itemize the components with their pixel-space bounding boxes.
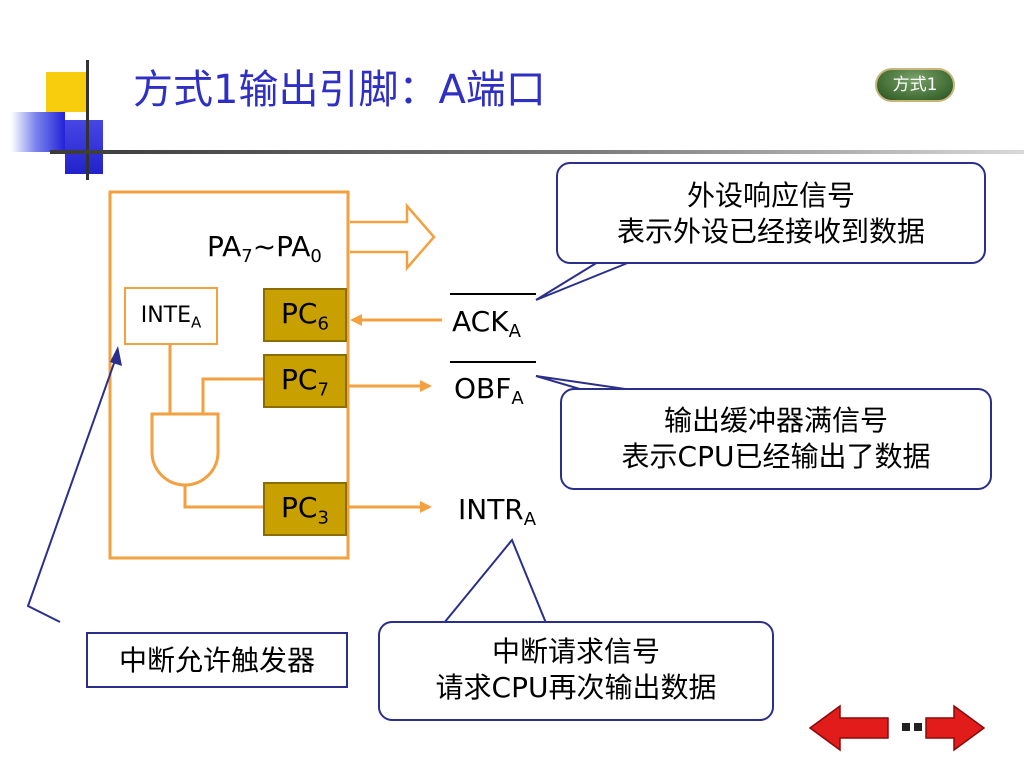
obf-arrowhead bbox=[420, 380, 432, 392]
bus-arrow bbox=[350, 202, 436, 272]
obf-callout-line2: 表示CPU已经输出了数据 bbox=[621, 440, 931, 473]
obf-callout-line1: 输出缓冲器满信号 bbox=[663, 404, 888, 437]
inte-pointer-arrowhead bbox=[110, 346, 122, 366]
pin-pc7: PC7 bbox=[263, 354, 347, 408]
intr-callout: 中断请求信号 请求CPU再次输出数据 bbox=[378, 621, 774, 721]
header-decoration-yellow bbox=[46, 72, 86, 112]
header-decoration-line bbox=[86, 60, 89, 180]
pin-pc3: PC3 bbox=[263, 482, 347, 536]
ack-callout-line1: 外设响应信号 bbox=[686, 179, 855, 212]
mode-badge-button[interactable]: 方式1 bbox=[875, 68, 955, 102]
intr-arrowhead bbox=[420, 501, 432, 513]
ack-callout: 外设响应信号 表示外设已经接收到数据 bbox=[556, 162, 986, 264]
inte-callout: 中断允许触发器 bbox=[86, 632, 348, 688]
header-decoration-blue bbox=[11, 112, 65, 152]
ack-arrowhead bbox=[350, 314, 362, 326]
signal-intr: INTRA bbox=[458, 493, 537, 530]
inte-callout-pointer bbox=[26, 351, 119, 623]
signal-ack: ACKA bbox=[452, 305, 521, 342]
slide-title: 方式1输出引脚：A端口 bbox=[133, 67, 546, 113]
prev-arrow-icon[interactable] bbox=[808, 704, 889, 752]
bus-label: PA7~PA0 bbox=[207, 230, 322, 267]
pc7-gate-wire bbox=[201, 377, 263, 414]
intr-callout-line2: 请求CPU再次输出数据 bbox=[435, 671, 717, 704]
pin-pc6: PC6 bbox=[263, 288, 347, 342]
next-arrow-icon[interactable] bbox=[925, 704, 986, 752]
intr-callout-line1: 中断请求信号 bbox=[491, 635, 660, 668]
and-gate bbox=[150, 412, 220, 487]
inte-flipflop: INTEA bbox=[124, 287, 218, 345]
obf-callout: 输出缓冲器满信号 表示CPU已经输出了数据 bbox=[560, 388, 992, 490]
signal-obf: OBFA bbox=[454, 372, 524, 409]
ack-callout-pointer bbox=[535, 261, 631, 301]
slide-navigation bbox=[808, 704, 986, 752]
ack-callout-line2: 表示外设已经接收到数据 bbox=[616, 215, 925, 248]
gate-pc3-wire bbox=[183, 484, 263, 509]
header-decoration-blue-block bbox=[65, 120, 103, 174]
separator-dots bbox=[902, 723, 922, 731]
header-underline bbox=[50, 150, 1024, 154]
intr-callout-pointer bbox=[443, 538, 547, 624]
